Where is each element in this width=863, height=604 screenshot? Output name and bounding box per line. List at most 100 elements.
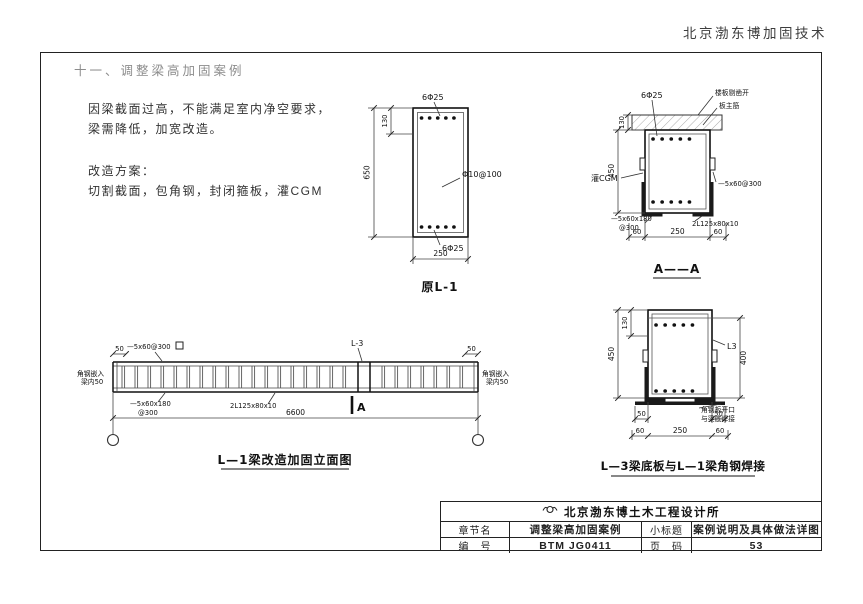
batten-label-1: —5x60x180 [130,400,171,408]
embed-note-left-2: 梁内50 [81,377,103,386]
beam-body [112,361,479,393]
number-value: BTM JG0411 [509,538,641,553]
sheet-frame: 北京渤东博土木工程设计所 章节名 调整梁高加固案例 小标题 案例说明及具体做法详… [40,52,822,553]
dim-6600-text: 6600 [286,408,305,417]
dim-450-text: 450 [607,347,616,362]
stirrup-straps-left [121,366,355,388]
dim-450-text: 450 [607,164,616,179]
embed-notes: 角钢嵌入 梁内50 角钢嵌入 梁内50 [77,369,509,386]
dim-650-text: 650 [363,165,372,180]
grid-bubble-left [106,433,120,447]
dim-60a-text: 60 [636,427,645,435]
batten-plate-left [642,349,649,363]
beam-outline [412,107,469,238]
dim-6600: 6600 [109,392,482,424]
drawing-section-l3: 450 130 400 50 [601,306,766,477]
weld-note-2: 与梁底焊接 [701,414,735,423]
embed-note-right-1: 角钢嵌入 [482,369,509,378]
section-mark-letter: A [357,401,366,414]
l3-beam-mark: L3 [727,342,737,351]
drawing-title-elevation: L—1梁改造加固立面图 [218,452,353,467]
drawing-title-l3: L—3梁底板与L—1梁角钢焊接 [601,459,766,473]
dim-650: 650 [363,104,413,241]
batten-symbol [175,341,184,350]
dims-bottom: 60 250 60 [625,218,730,241]
slab-rebar-note: 板主筋 [719,101,740,110]
top-rebar-label: 6Φ25 [422,93,444,102]
title-block-row-chapter: 章节名 调整梁高加固案例 小标题 案例说明及具体做法详图 [441,521,821,537]
dim-250-text: 250 [433,249,448,258]
subtitle-label: 小标题 [641,522,691,537]
stirrup-straps-right [373,366,470,388]
subtitle-value: 案例说明及具体做法详图 [691,522,821,537]
embed-note-right-2: 梁内50 [486,377,508,386]
slab-open-note: 楼板剔凿开 [715,88,749,97]
page-label: 页 码 [641,538,691,553]
chapter-value: 调整梁高加固案例 [509,522,641,537]
grout-label: 灌CGM [591,173,618,183]
steel-angles [635,349,725,405]
annotation-labels: 6Φ25 楼板剔凿开 板主筋 灌CGM —5x60@300 —5x60x180 … [591,88,762,232]
dim-400-text: 400 [739,351,748,366]
drawing-title-aa: A——A [654,262,701,276]
slab [631,114,723,131]
dim-250-text: 250 [673,426,688,435]
title-block: 北京渤东博土木工程设计所 章节名 调整梁高加固案例 小标题 案例说明及具体做法详… [440,501,821,553]
annotation-labels: L3 角钢板开口 与梁底焊接 [698,339,737,423]
intro-line-1: 因梁截面过高，不能满足室内净空要求， [88,102,332,116]
dim-50b-text: 50 [714,410,723,418]
labels-bottom: —5x60x180 @300 2L125x80x10 [130,392,276,417]
grid-bubbles [106,424,485,447]
dim-130-text: 130 [381,115,389,128]
bottom-rebar-label: 6Φ25 [442,244,464,253]
dim-60b-text: 60 [714,228,723,236]
institute-row: 北京渤东博土木工程设计所 [441,502,821,521]
beam-outline [644,129,711,214]
section-heading: 十一、调整梁高加固案例 [74,64,245,78]
drawing-section-aa: 450 130 60 250 60 6Φ25 楼板剔凿开 [591,88,762,279]
embed-note-left-1: 角钢嵌入 [77,369,104,378]
dim-250-text: 250 [670,227,685,236]
batten-plate-left [639,157,646,171]
beam-outline [647,309,713,399]
rebar-label: 6Φ25 [641,91,663,100]
dim-50a-text: 50 [115,345,124,353]
chapter-label: 章节名 [458,526,492,537]
drawing-title-original: 原L-1 [422,280,459,294]
grid-bubble-right [471,433,485,447]
bottom-plate [635,401,725,405]
dims-50: 50 50 [109,345,482,358]
dim-250: 250 [409,237,472,264]
batten-label-2: @300 [138,409,158,417]
dim-450: 450 [607,306,648,402]
number-label: 编 号 [458,542,492,553]
dim-130: 130 [381,104,413,138]
section-mark: A [350,396,366,414]
dim-130: 130 [618,111,632,134]
plan-heading: 改造方案： [88,164,156,178]
dim-50a-text: 50 [637,410,646,418]
batten-label-2: @300 [619,224,639,232]
weld-note-1: 角钢板开口 [701,405,735,414]
angle-label: 2L125x80x10 [230,402,276,410]
side-plate-label: —5x60@300 [127,343,171,351]
dim-130-text: 130 [621,317,629,330]
l3-mark: L-3 [351,339,363,348]
side-plate-label: —5x60@300 [718,180,762,188]
dim-130-text: 130 [618,116,626,129]
batten-plate-right [709,157,716,171]
institute-name: 北京渤东博土木工程设计所 [564,506,720,519]
rebar-labels: 6Φ25 Φ10@100 6Φ25 [422,93,502,253]
dim-60a-text: 60 [633,228,642,236]
dim-130: 130 [621,306,648,340]
title-block-row-number: 编 号 BTM JG0411 页 码 53 [441,537,821,553]
labels-top: —5x60@300 L-3 [127,339,363,362]
angle-label: 2L125x80x10 [692,220,738,228]
batten-plate-right [711,349,718,363]
dim-450: 450 [607,126,645,217]
intro-line-2: 梁需降低，加宽改造。 [88,122,224,136]
dim-60b-text: 60 [716,427,725,435]
dim-50b-text: 50 [467,345,476,353]
institute-logo-icon [542,502,558,521]
